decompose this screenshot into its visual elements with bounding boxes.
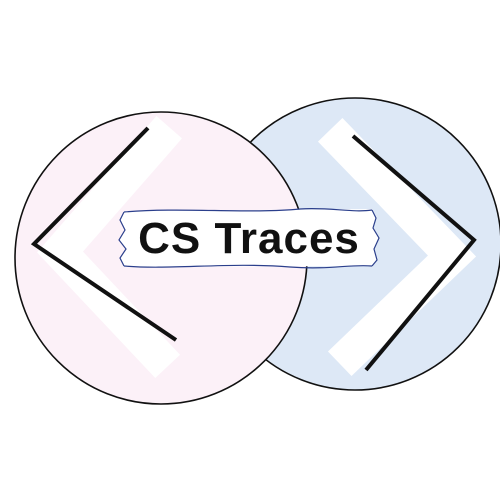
chevron-right-icon bbox=[317, 117, 477, 377]
tape-banner: CS Traces bbox=[118, 208, 380, 269]
logo-title: CS Traces bbox=[138, 214, 360, 263]
tape-outline-right bbox=[371, 209, 380, 267]
tape-outline-top bbox=[123, 208, 373, 213]
chevron-left-icon bbox=[30, 116, 182, 379]
tape-outline-bottom bbox=[123, 264, 373, 269]
tape-shape bbox=[119, 209, 379, 267]
tape-outline-left bbox=[118, 211, 127, 267]
